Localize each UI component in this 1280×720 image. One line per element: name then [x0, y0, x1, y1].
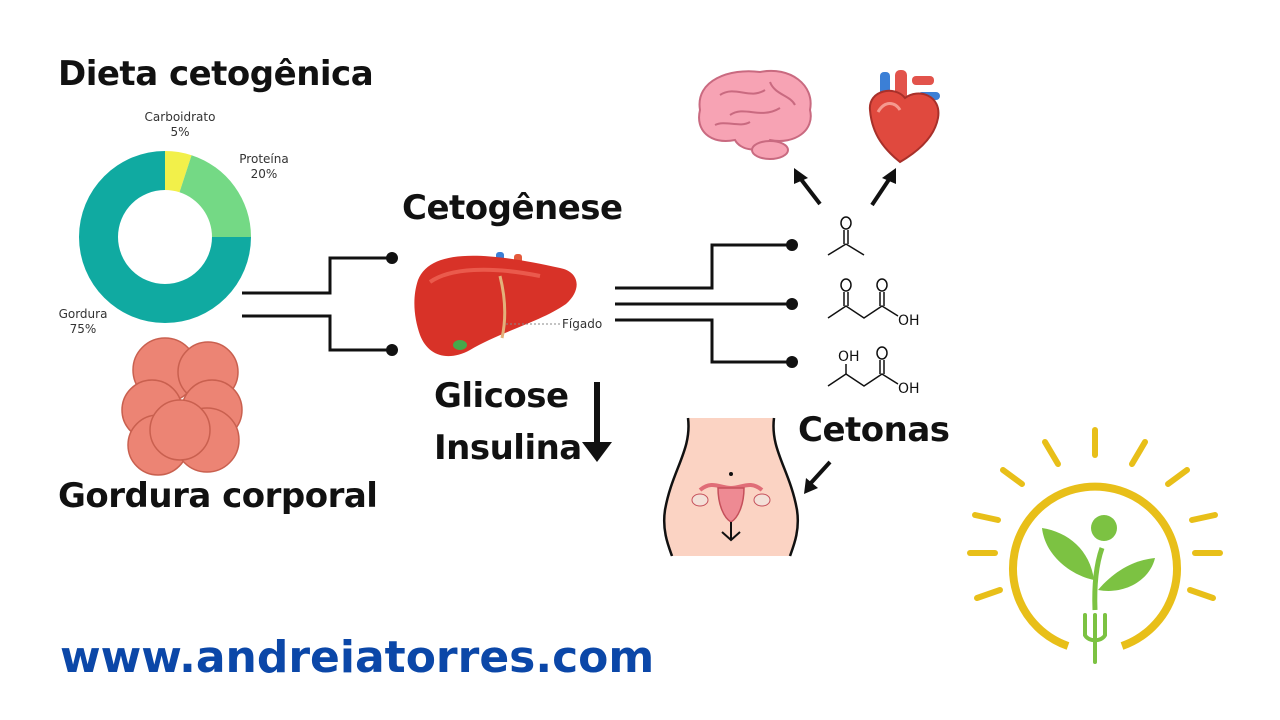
chart-value-protein: 20% [250, 167, 278, 181]
chart-label-fat: Gordura 75% [50, 307, 116, 337]
acetoacetate-structure [827, 278, 899, 319]
chart-value-carb: 5% [170, 125, 190, 139]
ketones-label: Cetonas [798, 410, 950, 450]
connector-dot [786, 298, 798, 310]
brain-illustration [698, 69, 812, 160]
bhb-acid-oh-label: OH [898, 381, 920, 397]
arrow-to-body-icon [804, 460, 832, 494]
fat-cells-illustration [121, 337, 243, 476]
beta-hydroxybutyrate-structure [827, 346, 899, 387]
arrow-to-brain-icon [794, 168, 822, 206]
acetone-structure [827, 216, 865, 256]
donut-slice-protein [179, 155, 251, 237]
chart-value-fat: 75% [69, 322, 97, 336]
body-uterus-illustration [663, 417, 799, 557]
connector-dot [786, 356, 798, 368]
chart-category-carb: Carboidrato [144, 110, 216, 124]
chart-label-protein: Proteína 20% [226, 152, 302, 182]
ketone-connectors [615, 243, 792, 364]
glucose-label: Glicose [434, 376, 569, 416]
diet-title: Dieta cetogênica [58, 54, 374, 94]
down-arrow-icon [582, 382, 612, 462]
website-link[interactable]: www.andreiatorres.com [60, 632, 655, 683]
sun-plant-logo [967, 427, 1223, 664]
connector-dot [786, 239, 798, 251]
insulin-label: Insulina [434, 428, 582, 468]
liver-illustration [414, 252, 577, 357]
acetoacetate-oh-label: OH [898, 313, 920, 329]
donut-slice-fat [79, 151, 251, 323]
bhb-oh-label: OH [838, 349, 860, 365]
body-fat-label: Gordura corporal [58, 476, 378, 516]
macronutrient-donut-chart [79, 151, 251, 323]
liver-label: Fígado [562, 317, 603, 331]
input-connectors [242, 256, 392, 352]
chart-label-carb: Carboidrato 5% [140, 110, 220, 140]
ketogenesis-title: Cetogênese [402, 188, 623, 228]
chart-category-fat: Gordura [58, 307, 108, 321]
connector-dot [386, 252, 398, 264]
arrow-to-heart-icon [870, 168, 896, 207]
donut-slice-carb [165, 151, 192, 193]
connector-dot [386, 344, 398, 356]
heart-illustration [868, 70, 940, 164]
chart-category-protein: Proteína [239, 152, 289, 166]
